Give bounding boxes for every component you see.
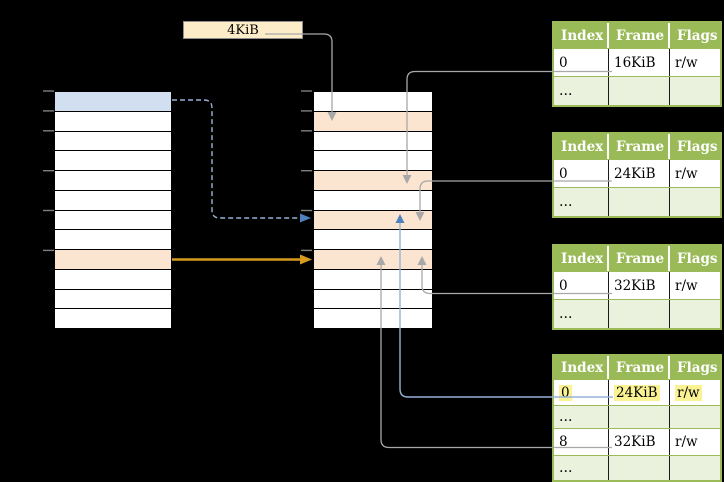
- table-header-cell: Frame: [609, 134, 670, 159]
- table-cell: [670, 456, 720, 480]
- table-header-cell: Flags: [670, 23, 720, 48]
- table-row: …: [554, 76, 720, 105]
- table-row: …: [554, 299, 720, 328]
- memory-cell: [314, 190, 432, 211]
- table-cell: [670, 300, 720, 328]
- table-cell: r/w: [670, 272, 720, 299]
- table-header-cell: Frame: [609, 246, 670, 271]
- table-cell: 0: [554, 272, 609, 299]
- table-header-cell: Frame: [609, 356, 670, 379]
- table-cell: [670, 188, 720, 216]
- memory-cell: [55, 171, 171, 191]
- memory-cell: [314, 131, 432, 152]
- table-header-cell: Index: [554, 246, 609, 271]
- table-cell: 32KiB: [609, 272, 670, 299]
- table-cell: 0: [554, 160, 609, 187]
- memory-cell: [55, 269, 171, 290]
- table-cell: [609, 77, 670, 105]
- highlighted-value: r/w: [675, 384, 702, 401]
- table-cell: [670, 406, 720, 428]
- table-header-cell: Index: [554, 23, 609, 48]
- memory-cell: [55, 230, 171, 250]
- table-cell: r/w: [670, 160, 720, 187]
- table-cell: …: [554, 188, 609, 216]
- table-cell: 24KiB: [609, 380, 670, 405]
- memory-cell: [314, 151, 432, 171]
- memory-cell: [55, 289, 171, 310]
- table-row: …: [554, 187, 720, 216]
- table-cell: …: [554, 406, 609, 428]
- table-header-cell: Index: [554, 134, 609, 159]
- table-cell: r/w: [670, 49, 720, 76]
- highlighted-value: 0: [559, 384, 572, 401]
- table-cell: [609, 456, 670, 480]
- table-row: …: [554, 455, 720, 480]
- table-cell: 16KiB: [609, 49, 670, 76]
- free-size-label-text: 4KiB: [227, 22, 259, 38]
- memory-cell: [55, 250, 171, 270]
- table-cell: 24KiB: [609, 160, 670, 187]
- table-header-cell: Index: [554, 356, 609, 379]
- memory-cell: [314, 92, 432, 112]
- memory-cell: [55, 151, 171, 171]
- memory-cell: [55, 92, 171, 112]
- table-header-cell: Flags: [670, 134, 720, 159]
- virtual-memory-column: [54, 91, 172, 329]
- table-header-cell: Flags: [670, 356, 720, 379]
- table-cell: r/w: [670, 429, 720, 455]
- table-row: …: [554, 405, 720, 428]
- memory-cell: [314, 111, 432, 132]
- table-header-cell: Frame: [609, 23, 670, 48]
- memory-cell: [55, 111, 171, 132]
- table-header-cell: Flags: [670, 246, 720, 271]
- table-cell: 0: [554, 380, 609, 405]
- table-cell: [609, 188, 670, 216]
- table-cell: …: [554, 77, 609, 105]
- memory-cell: [55, 190, 171, 211]
- table-cell: r/w: [670, 380, 720, 405]
- table-cell: …: [554, 456, 609, 480]
- memory-cell: [55, 131, 171, 152]
- table-cell: 32KiB: [609, 429, 670, 455]
- table-cell: 0: [554, 49, 609, 76]
- table-cell: …: [554, 300, 609, 328]
- table-cell: [609, 406, 670, 428]
- table-cell: 8: [554, 429, 609, 455]
- table-cell: [670, 77, 720, 105]
- table-row: 0 24KiB r/w: [554, 379, 720, 405]
- memory-cell: [55, 309, 171, 328]
- memory-cell: [55, 210, 171, 231]
- table-cell: [609, 300, 670, 328]
- highlighted-value: 24KiB: [614, 384, 660, 401]
